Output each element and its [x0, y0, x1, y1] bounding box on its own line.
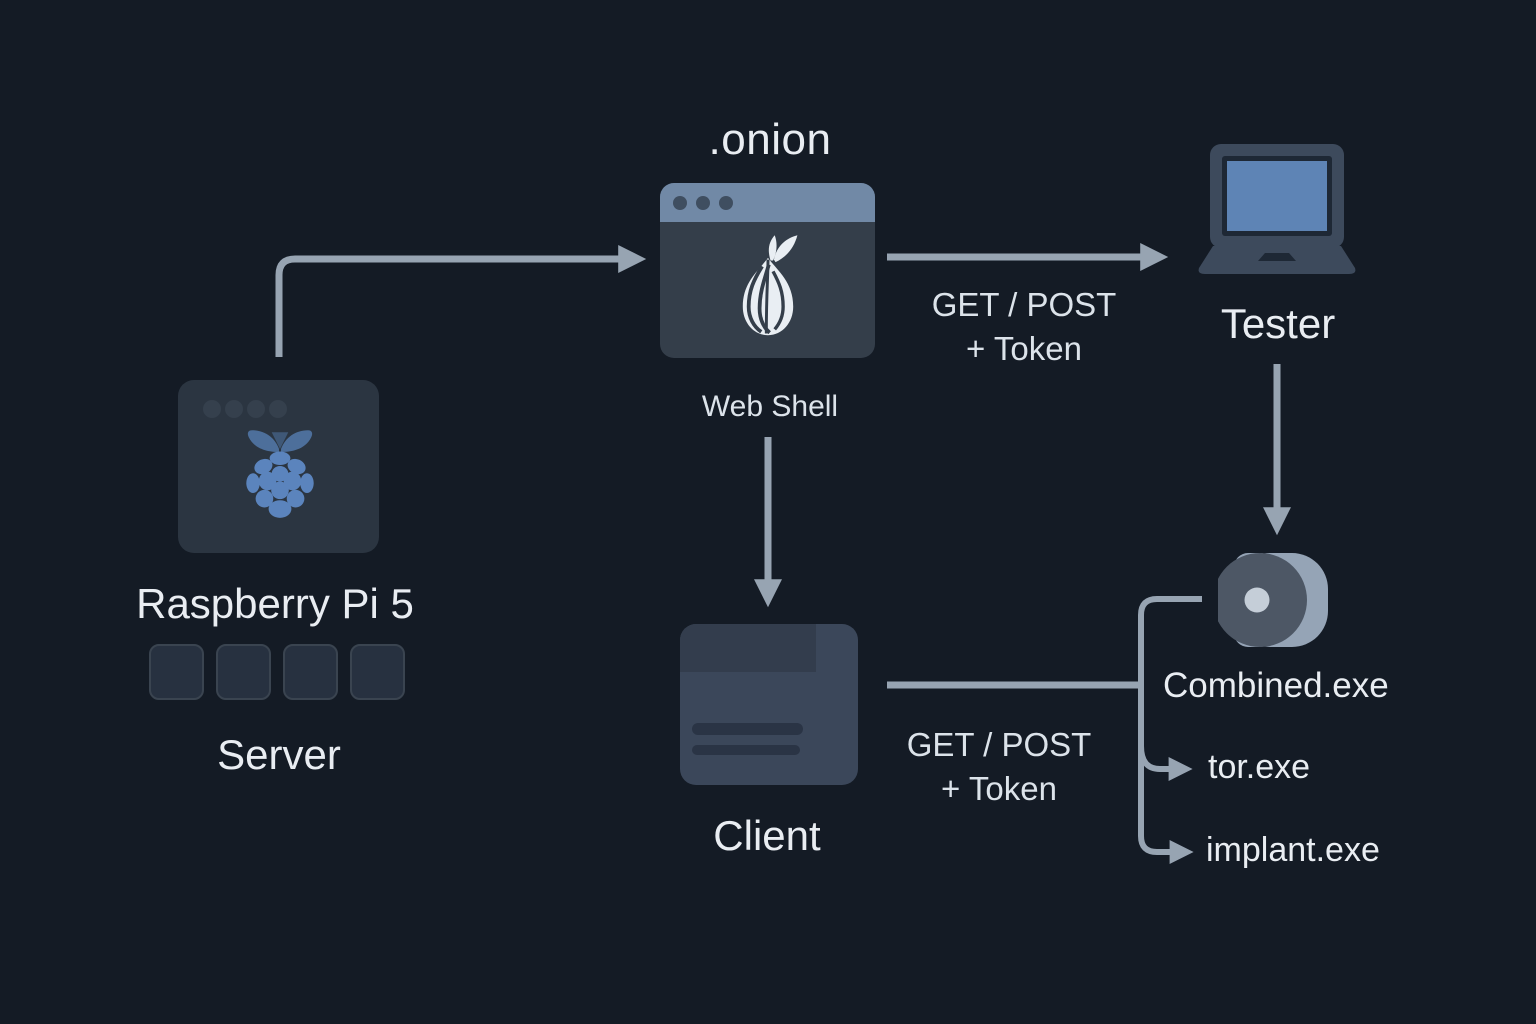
raspberry-pi-icon: [228, 424, 332, 536]
window-dot-icon: [696, 195, 710, 210]
edge-label-line1: GET / POST: [906, 726, 1092, 763]
onion-window-titlebar: [660, 183, 875, 222]
window-dot-icon: [247, 400, 265, 418]
chip-square: [283, 644, 338, 700]
implant-exe-label: implant.exe: [1206, 831, 1380, 869]
window-dot-icon: [203, 400, 221, 418]
edge-label-get-post-token-2: GET / POST + Token: [907, 723, 1092, 811]
chip-square: [350, 644, 405, 700]
server-title: Raspberry Pi 5: [136, 580, 414, 627]
binary-cylinder-icon: [1213, 550, 1330, 650]
window-dot-icon: [673, 195, 687, 210]
client-content-bar: [692, 723, 803, 735]
tor-exe-label: tor.exe: [1208, 748, 1311, 786]
onion-browser-window: [660, 183, 875, 358]
tester-label: Tester: [1220, 300, 1336, 347]
server-card: [178, 380, 379, 553]
edge-label-line2: + Token: [966, 330, 1082, 367]
onion-title: .onion: [708, 115, 832, 164]
edge-bracket-to-tor: [1138, 745, 1193, 781]
server-sublabel: Server: [217, 731, 341, 778]
edge-label-line2: + Token: [941, 770, 1057, 807]
edge-bracket-combined-to-implant: [1138, 596, 1202, 864]
edge-label-line1: GET / POST: [931, 286, 1117, 323]
chip-square: [216, 644, 271, 700]
onion-sublabel: Web Shell: [701, 390, 839, 423]
window-dot-icon: [269, 400, 287, 418]
edge-server-to-onion: [275, 245, 647, 357]
laptop-icon: [1196, 142, 1358, 276]
window-dot-icon: [225, 400, 243, 418]
combined-exe-label: Combined.exe: [1163, 666, 1389, 705]
window-dot-icon: [719, 195, 733, 210]
edge-label-get-post-token: GET / POST + Token: [932, 283, 1117, 371]
chip-square: [149, 644, 204, 700]
tor-onion-icon: [726, 233, 810, 345]
client-window-tab: [680, 624, 816, 672]
client-browser-window: [680, 624, 858, 785]
server-card-dots: [203, 400, 287, 418]
client-label: Client: [713, 812, 821, 859]
client-content-bar: [692, 745, 800, 755]
